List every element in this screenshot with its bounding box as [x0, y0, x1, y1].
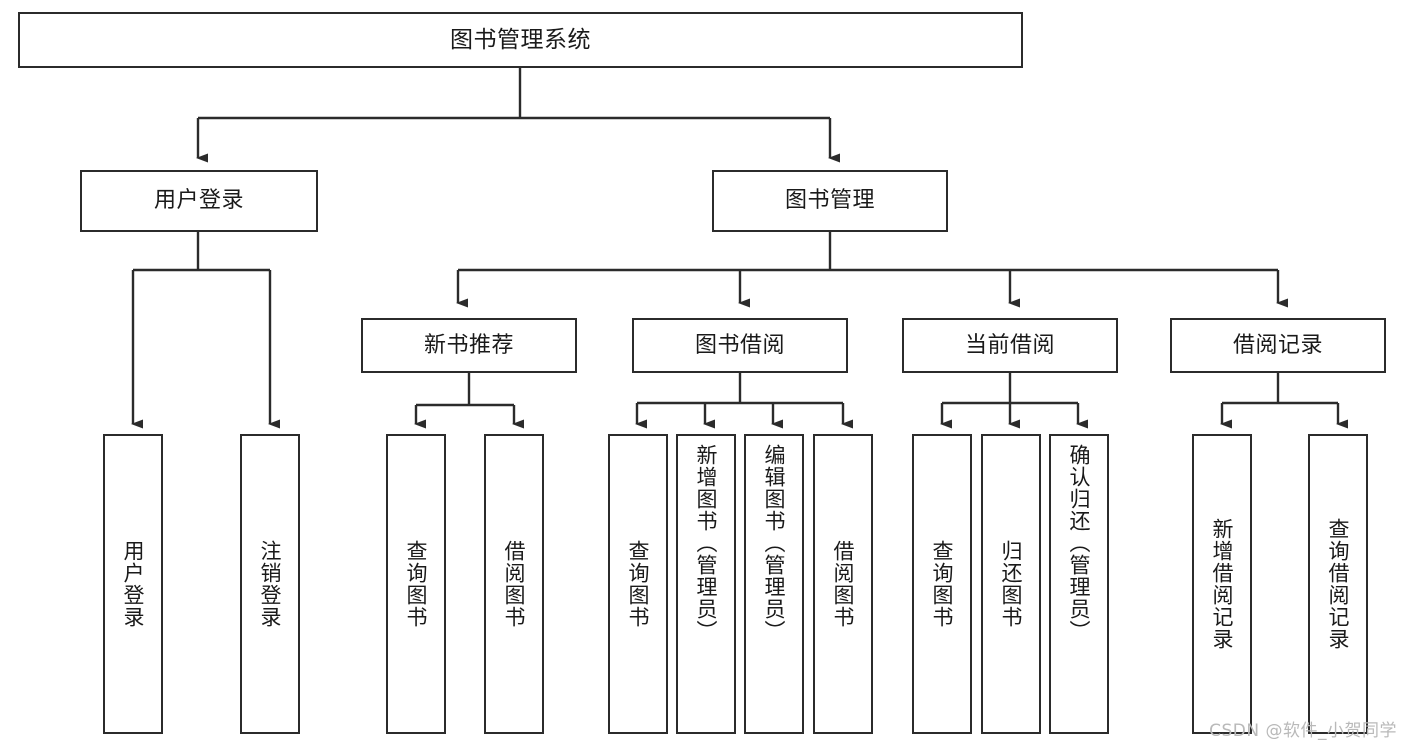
node-label: 新增借阅记录 — [1210, 518, 1235, 650]
leaf-user-login[interactable]: 用户登录 — [103, 434, 163, 734]
node-current-borrow[interactable]: 当前借阅 — [902, 318, 1118, 373]
node-label: 图书借阅 — [694, 332, 785, 358]
node-book-management[interactable]: 图书管理 — [712, 170, 948, 232]
node-label: 新增图书（管理员） — [694, 444, 719, 642]
node-label: 查询借阅记录 — [1326, 518, 1351, 650]
leaf-query-borrow-record[interactable]: 查询借阅记录 — [1308, 434, 1368, 734]
leaf-add-book-admin[interactable]: 新增图书（管理员） — [676, 434, 736, 734]
node-book-borrow[interactable]: 图书借阅 — [632, 318, 848, 373]
node-label: 确认归还（管理员） — [1067, 444, 1092, 642]
node-new-book-recommend[interactable]: 新书推荐 — [361, 318, 577, 373]
leaf-return-book[interactable]: 归还图书 — [981, 434, 1041, 734]
leaf-borrow-book-recommend[interactable]: 借阅图书 — [484, 434, 544, 734]
node-borrow-record[interactable]: 借阅记录 — [1170, 318, 1386, 373]
node-label: 借阅图书 — [502, 540, 527, 628]
node-label: 借阅记录 — [1232, 332, 1323, 358]
leaf-query-book-recommend[interactable]: 查询图书 — [386, 434, 446, 734]
leaf-borrow-book[interactable]: 借阅图书 — [813, 434, 873, 734]
leaf-logout-login[interactable]: 注销登录 — [240, 434, 300, 734]
node-label: 当前借阅 — [964, 332, 1055, 358]
leaf-query-book-current[interactable]: 查询图书 — [912, 434, 972, 734]
leaf-query-book-borrow[interactable]: 查询图书 — [608, 434, 668, 734]
node-label: 编辑图书（管理员） — [762, 444, 787, 642]
node-label: 借阅图书 — [831, 540, 856, 628]
leaf-add-borrow-record[interactable]: 新增借阅记录 — [1192, 434, 1252, 734]
node-label: 用户登录 — [153, 188, 244, 214]
leaf-edit-book-admin[interactable]: 编辑图书（管理员） — [744, 434, 804, 734]
node-label: 图书管理 — [784, 188, 875, 214]
node-label: 新书推荐 — [423, 332, 514, 358]
node-label: 查询图书 — [626, 540, 651, 628]
node-label: 查询图书 — [404, 540, 429, 628]
node-book-management-system[interactable]: 图书管理系统 — [18, 12, 1023, 68]
node-label: 查询图书 — [930, 540, 955, 628]
leaf-confirm-return-admin[interactable]: 确认归还（管理员） — [1049, 434, 1109, 734]
node-label: 归还图书 — [999, 540, 1024, 628]
csdn-watermark: CSDN @软件_小贺同学 — [1209, 721, 1397, 741]
node-label: 注销登录 — [258, 540, 283, 628]
node-label: 用户登录 — [121, 540, 146, 628]
node-user-login[interactable]: 用户登录 — [80, 170, 318, 232]
node-label: 图书管理系统 — [450, 26, 591, 53]
